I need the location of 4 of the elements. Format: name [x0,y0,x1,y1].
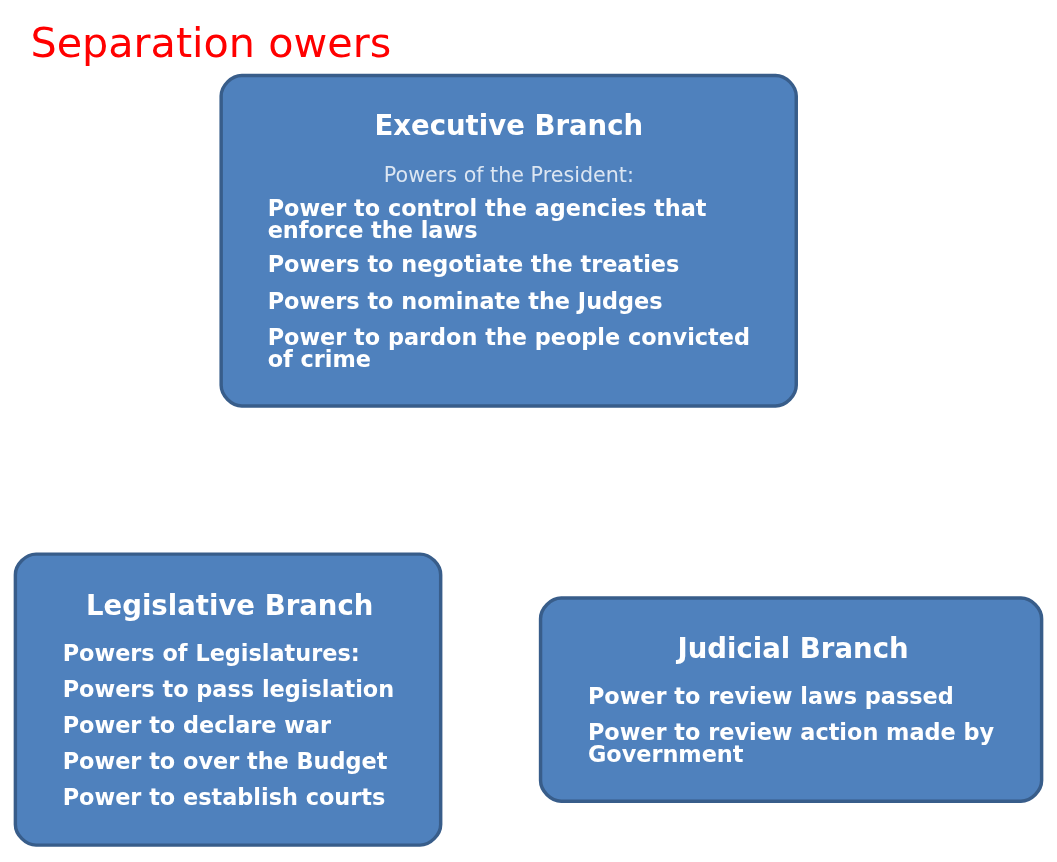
diagram-title: Separation owers [30,18,392,67]
node-box: Executive Branch Powers of the President: Power to control the agencies that enforce the laws Powers to negotiate the treaties Powers to nominate the Judges Power to pardon the people convicted of crime [219,73,798,408]
node-box: Judicial Branch Power to review laws passed Power to review action made by Government [538,596,1044,803]
node-box: Legislative Branch Powers of Legislatures: Powers to pass legislation Power to declare war Power to over the Budget Power to establish courts [13,552,443,847]
